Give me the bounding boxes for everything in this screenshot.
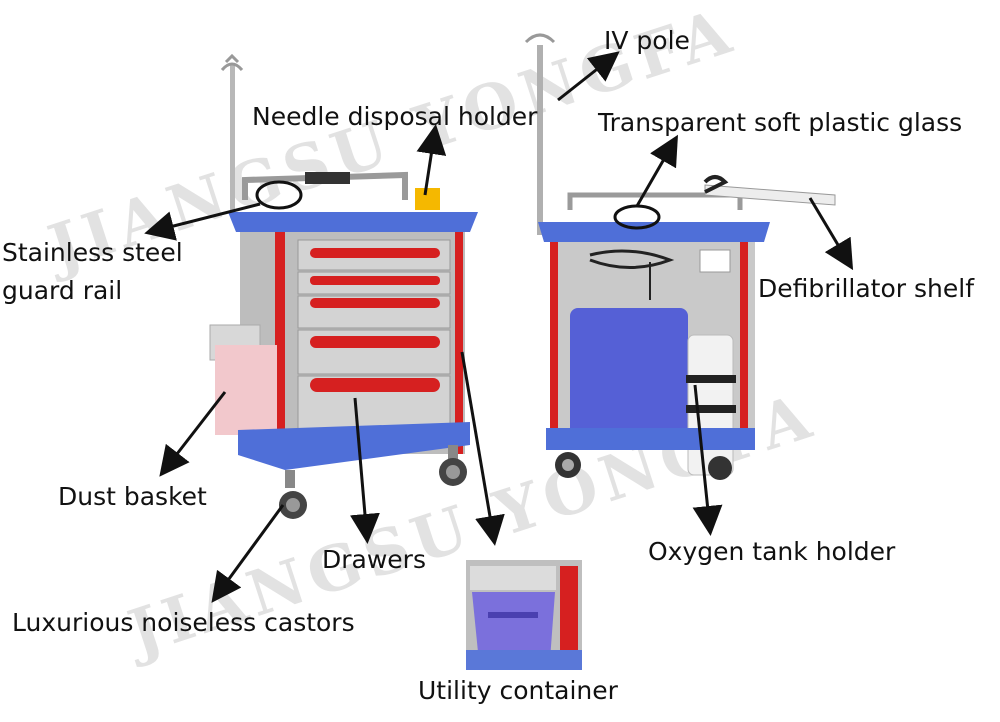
label-guard-rail-line1: Stainless steel bbox=[2, 238, 183, 267]
label-iv-pole: IV pole bbox=[604, 26, 690, 55]
utility-container-photo bbox=[466, 560, 582, 670]
label-castors: Luxurious noiseless castors bbox=[12, 608, 355, 637]
label-utility: Utility container bbox=[418, 676, 618, 705]
label-plastic-glass: Transparent soft plastic glass bbox=[598, 108, 963, 137]
label-needle-holder: Needle disposal holder bbox=[252, 102, 538, 131]
label-oxygen-holder: Oxygen tank holder bbox=[648, 537, 896, 566]
pointer-arrows bbox=[144, 51, 854, 603]
label-dust-basket: Dust basket bbox=[58, 482, 207, 511]
label-guard-rail-line2: guard rail bbox=[2, 276, 123, 305]
left-drawers bbox=[297, 239, 451, 445]
label-drawers: Drawers bbox=[322, 545, 426, 574]
left-trolley bbox=[209, 53, 478, 519]
label-defib-shelf: Defibrillator shelf bbox=[758, 274, 975, 303]
right-trolley bbox=[524, 33, 836, 480]
